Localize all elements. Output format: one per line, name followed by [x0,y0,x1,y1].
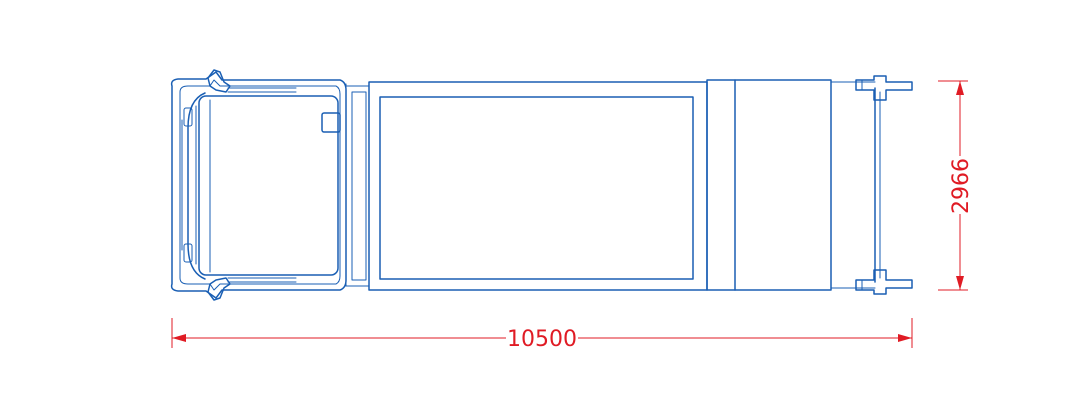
cargo-body-panel [379,96,694,280]
cargo-body [368,81,708,291]
dim-width-label: 2966 [949,158,974,214]
rear-frame [830,75,913,295]
dimension-length: 10500 [171,318,913,352]
cargo-body-outline [368,81,708,291]
truck-cab [170,69,347,301]
rear-module-outline [706,79,832,291]
dim-width-arrow-top [956,81,964,95]
dim-width-arrow-bottom [956,276,964,290]
cab-front-bumper [187,92,206,280]
dim-length-label: 10500 [507,327,577,352]
cab-roof-panel [198,95,339,276]
cab-body-connector [345,85,370,287]
dimension-width: 2966 [938,80,974,291]
connector-frame [351,91,367,281]
cab-side-step-bottom [183,243,193,263]
rear-bracket-top-icon [855,75,913,101]
cab-exhaust-box [321,112,341,133]
mirror-top-icon [207,69,231,93]
rear-module [706,79,832,291]
mirror-bottom-icon [207,277,231,301]
cab-inner-contour [179,79,341,291]
rear-bracket-bottom-icon [855,269,913,295]
cab-side-step-top [183,107,193,127]
dim-length-arrow-right [898,334,912,342]
cab-outline [170,71,347,299]
dim-length-arrow-left [172,334,186,342]
